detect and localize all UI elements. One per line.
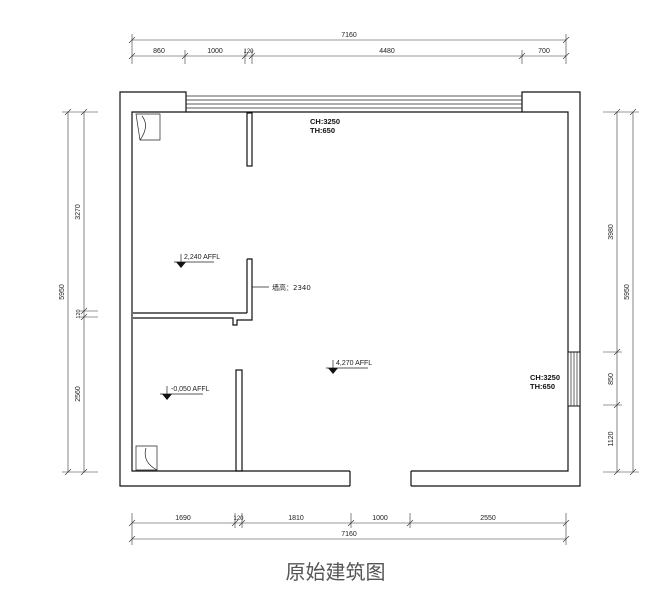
drawing-caption: 原始建筑图 — [285, 560, 386, 584]
dim-top-total: 7160 — [341, 32, 357, 39]
window-top — [186, 95, 522, 109]
window-right-th: TH:650 — [530, 382, 555, 391]
dim-top-seg-2: 1000 — [207, 48, 223, 55]
window-right — [567, 351, 581, 407]
dim-left-seg-3: 2560 — [75, 386, 82, 402]
level-main-label: 4,270 AFFL — [336, 360, 372, 367]
dim-bottom-seg-2: 120 — [233, 516, 244, 522]
exterior-walls — [119, 91, 581, 487]
dim-bottom-seg-4: 1000 — [372, 515, 388, 522]
level-marker-room2: -0,050 AFFL — [160, 386, 210, 400]
shaft-bottom-left — [135, 445, 158, 471]
floor-plan-drawing: .w { fill:none; stroke:#111; stroke-widt… — [59, 32, 639, 545]
dim-right-seg-2: 850 — [608, 373, 615, 385]
dim-top-seg-4: 4480 — [379, 48, 395, 55]
dim-bottom-seg-3: 1810 — [288, 515, 304, 522]
level-room2-label: -0,050 AFFL — [171, 386, 210, 393]
dim-left-total: 5950 — [59, 284, 66, 300]
dim-right-seg-1: 3980 — [608, 224, 615, 240]
window-right-ch: CH:3250 — [530, 373, 560, 382]
window-top-ch: CH:3250 — [310, 117, 340, 126]
level-room1-label: 2,240 AFFL — [184, 254, 220, 261]
wall-height-callout: 墙高：2340 — [252, 283, 311, 292]
dimension-right: 3980 850 1120 5950 — [603, 108, 639, 476]
dimension-left: 5950 3270 120 2560 — [59, 108, 98, 476]
dimension-bottom: 1690 120 1810 1000 2550 7160 — [128, 513, 570, 545]
dim-left-seg-2: 120 — [76, 309, 82, 318]
dim-left-seg-1: 3270 — [75, 204, 82, 220]
dimension-top: 7160 860 1000 120 4480 700 — [128, 32, 570, 64]
dim-right-seg-3: 1120 — [608, 431, 615, 446]
dim-right-total: 5950 — [624, 284, 631, 300]
wall-height-label: 墙高：2340 — [272, 283, 311, 292]
window-right-label: CH:3250 TH:650 — [530, 373, 560, 391]
dim-top-seg-3: 120 — [243, 49, 254, 55]
dim-top-seg-5: 700 — [538, 48, 550, 55]
shaft-top-left — [135, 113, 161, 141]
dim-bottom-seg-1: 1690 — [175, 515, 191, 522]
level-marker-room1: 2,240 AFFL — [174, 254, 220, 268]
window-top-th: TH:650 — [310, 126, 335, 135]
dim-top-seg-1: 860 — [153, 48, 165, 55]
interior-walls — [133, 112, 253, 472]
dim-bottom-total: 7160 — [341, 531, 357, 538]
window-top-label: CH:3250 TH:650 — [310, 117, 340, 135]
level-marker-main: 4,270 AFFL — [326, 360, 372, 374]
dim-bottom-seg-5: 2550 — [480, 515, 496, 522]
